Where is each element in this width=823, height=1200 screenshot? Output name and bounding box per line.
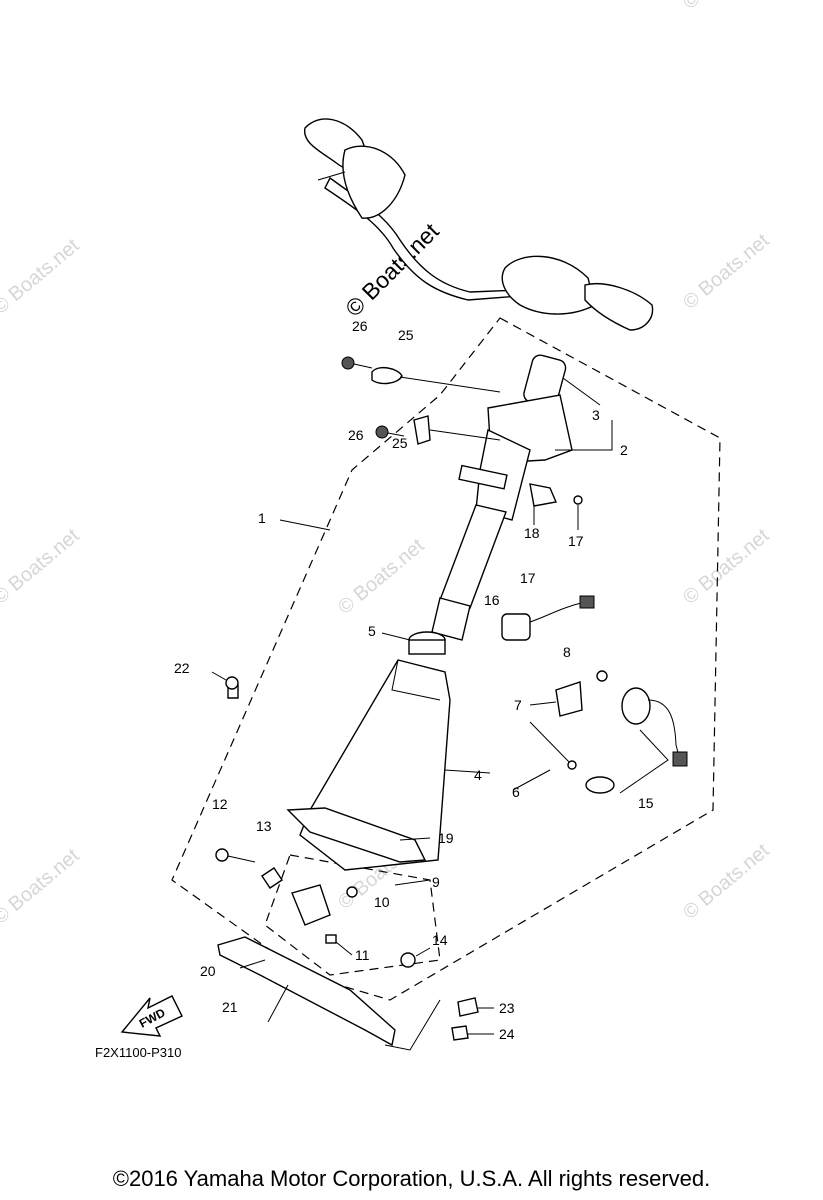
- callout-label: 7: [514, 697, 522, 713]
- callout-label: 26: [352, 318, 368, 334]
- mount-brackets: [341, 356, 501, 445]
- pin-21: [267, 984, 289, 1023]
- callout-label: 12: [212, 796, 228, 812]
- callout-label: 4: [474, 767, 482, 783]
- callout-label: 1: [258, 510, 266, 526]
- watermark: © Boats.net: [334, 534, 429, 618]
- callout-label: 10: [374, 894, 390, 910]
- steering-column: [431, 354, 583, 641]
- watermark: © Boats.net: [0, 524, 84, 608]
- callout-label: 6: [512, 784, 520, 800]
- callout-label: 16: [484, 592, 500, 608]
- watermark: © Boats.net: [679, 0, 774, 14]
- bracket-7: [555, 681, 583, 717]
- callout-label: 17: [568, 533, 584, 549]
- callout-labels: 26 25 3 26 25 2 1 18 17 17 16 5 22 8 7 4…: [174, 318, 654, 1042]
- callout-label: 25: [392, 435, 408, 451]
- callout-label: 24: [499, 1026, 515, 1042]
- copyright-notice: ©2016 Yamaha Motor Corporation, U.S.A. A…: [112, 1166, 711, 1191]
- callout-label: 22: [174, 660, 190, 676]
- gasket: [286, 807, 427, 863]
- callout-label: 15: [638, 795, 654, 811]
- callout-label: 11: [355, 947, 370, 963]
- callout-label: 20: [200, 963, 216, 979]
- watermark: © Boats.net: [0, 234, 84, 318]
- hardware: [215, 670, 608, 968]
- watermark: © Boats.net: [0, 844, 84, 928]
- watermark: © Boats.net: [679, 839, 774, 923]
- callout-label: 23: [499, 1000, 515, 1016]
- callout-label: 13: [256, 818, 272, 834]
- callout-label: 3: [592, 407, 600, 423]
- switch-16: [501, 613, 531, 641]
- assembly-boundaries: [171, 317, 721, 1001]
- callout-label: 9: [432, 874, 440, 890]
- callout-label: 18: [524, 525, 540, 541]
- callout-label: 25: [398, 327, 414, 343]
- sensor-15: [621, 687, 651, 725]
- callout-label: 21: [222, 999, 238, 1015]
- callout-label: 26: [348, 427, 364, 443]
- watermark: © Boats.net: [679, 229, 774, 313]
- callout-label: 17: [520, 570, 536, 586]
- handlebar-assembly: [304, 118, 654, 331]
- callout-label: 8: [563, 644, 571, 660]
- leader-lines: [211, 377, 669, 1051]
- watermark: © Boats.net: [679, 524, 774, 608]
- fwd-arrow-icon: FWD: [120, 995, 183, 1037]
- callout-label: 5: [368, 623, 376, 639]
- parts-diagram: © Boats.net © Boats.net © Boats.net © Bo…: [0, 0, 774, 1060]
- callout-label: 14: [432, 932, 448, 948]
- base-plate: [217, 936, 396, 1047]
- callout-label: 2: [620, 442, 628, 458]
- callout-label: 19: [438, 830, 454, 846]
- diagram-code: F2X1100-P310: [95, 1045, 182, 1060]
